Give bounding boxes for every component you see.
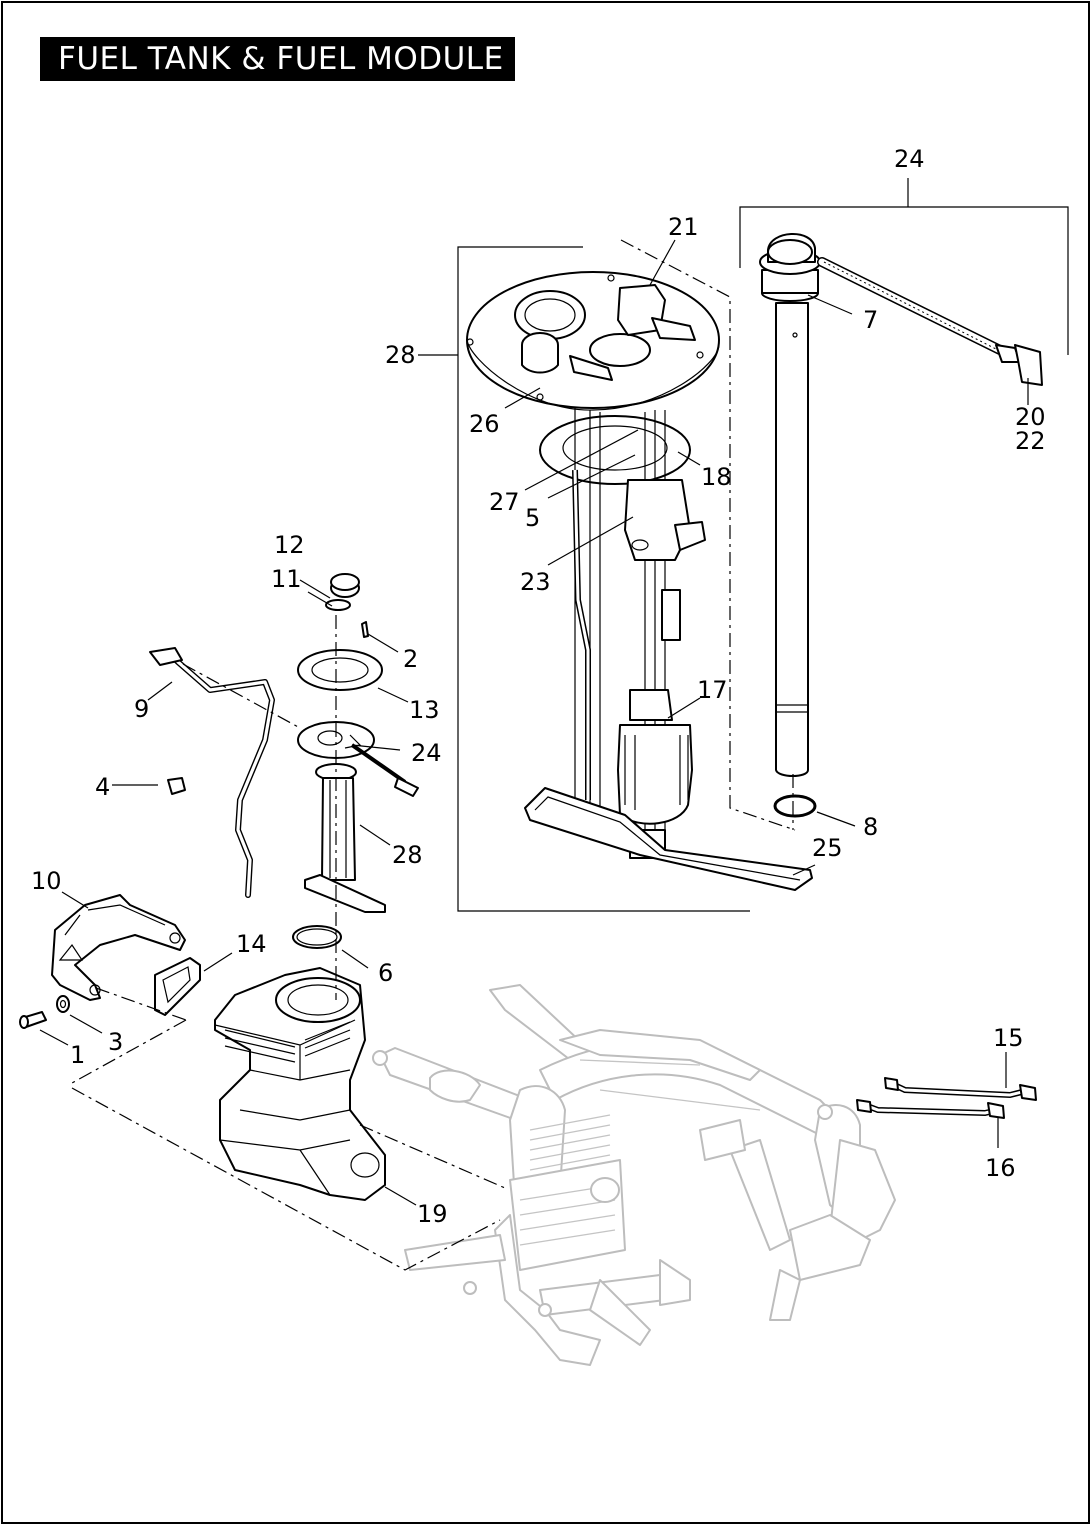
callout-24-enlarged: 24 [894, 145, 925, 173]
callout-24-small: 24 [411, 739, 442, 767]
callout-4: 4 [95, 773, 110, 801]
tank-o-ring [292, 925, 342, 949]
callout-28-small: 28 [392, 841, 423, 869]
sender-wire-harness [817, 257, 1043, 386]
fuel-line-16 [856, 1099, 1005, 1119]
callout-14: 14 [236, 930, 267, 958]
callout-21: 21 [668, 213, 699, 241]
module-body [572, 408, 706, 859]
callout-28-enlarged: 28 [385, 341, 416, 369]
page-title: FUEL TANK & FUEL MODULE [58, 41, 504, 77]
cap-o-ring [325, 599, 351, 611]
mounting-bracket [51, 894, 186, 1001]
bolt [19, 1011, 47, 1029]
retaining-ring [773, 794, 817, 818]
callout-13: 13 [409, 696, 440, 724]
callout-numbers: 1 2 3 4 5 6 7 8 9 10 11 12 13 14 15 16 1… [31, 145, 1046, 1228]
callout-12: 12 [274, 531, 305, 559]
callout-5: 5 [525, 504, 540, 532]
screw [361, 621, 369, 638]
level-sender-tube [759, 233, 821, 777]
fuel-module-small [297, 721, 419, 913]
callout-19: 19 [417, 1200, 448, 1228]
vent-tube [149, 647, 275, 898]
callout-10: 10 [31, 867, 62, 895]
callout-15: 15 [993, 1024, 1024, 1052]
tank-pad [154, 957, 201, 1016]
filler-cap [330, 573, 360, 598]
washer [56, 995, 70, 1013]
callout-17: 17 [697, 676, 728, 704]
gasket-small [297, 649, 383, 691]
callout-23: 23 [520, 568, 551, 596]
callout-2: 2 [403, 645, 418, 673]
leader-lines [39, 178, 1069, 1206]
callout-6: 6 [378, 959, 393, 987]
callout-22: 22 [1015, 427, 1046, 455]
callout-20: 20 [1015, 403, 1046, 431]
callout-25: 25 [812, 834, 843, 862]
title-banner: FUEL TANK & FUEL MODULE [40, 37, 515, 81]
callout-1: 1 [70, 1041, 85, 1069]
callout-27: 27 [489, 488, 520, 516]
fuel-module-flange [466, 271, 720, 411]
fuel-line-15 [884, 1077, 1037, 1101]
callout-9: 9 [134, 695, 149, 723]
callout-18: 18 [701, 463, 732, 491]
motorcycle-frame-ghost [372, 984, 896, 1366]
callout-3: 3 [108, 1028, 123, 1056]
callout-16: 16 [985, 1154, 1016, 1182]
hose-clip [167, 777, 186, 795]
enlarged-view-box [457, 239, 796, 912]
callout-7: 7 [863, 306, 878, 334]
filter-tray [524, 787, 813, 891]
gasket-large [539, 415, 691, 485]
fuel-tank [214, 967, 386, 1201]
callout-26: 26 [469, 410, 500, 438]
callout-8: 8 [863, 813, 878, 841]
assembly-lines-left [71, 615, 506, 1271]
callout-11: 11 [271, 565, 302, 593]
